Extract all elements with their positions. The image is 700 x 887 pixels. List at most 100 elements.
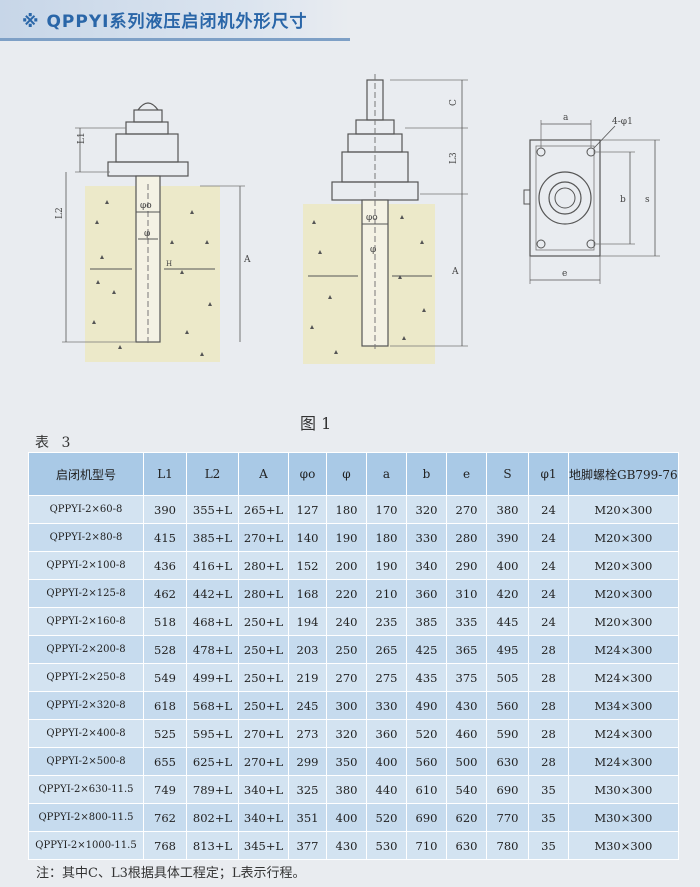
cell-l1: 618 [143, 691, 187, 720]
fig1-label-l1: L1 [77, 132, 87, 144]
fig3-label-4-phi1: 4-φ1 [612, 117, 633, 127]
cell-l2: 789+L [186, 775, 239, 804]
cell-a: 250+L [238, 663, 289, 692]
footnote: 注：其中C、L3根据具体工程定；L表示行程。 [36, 866, 306, 881]
cell-l1: 436 [143, 551, 187, 580]
cell-anchor-bolt: M30×300 [568, 803, 679, 832]
cell-e: 460 [446, 719, 487, 748]
cell-l2: 416+L [186, 551, 239, 580]
cell-phi: 320 [326, 719, 367, 748]
title-bar: ※ QPPYI系列液压启闭机外形尺寸 [0, 0, 350, 41]
cell-a: 280+L [238, 579, 289, 608]
cell-l2: 499+L [186, 663, 239, 692]
cell-s: 445 [486, 607, 529, 636]
cell-phi-o: 194 [288, 607, 327, 636]
cell-s: 390 [486, 523, 529, 552]
cell-e: 375 [446, 663, 487, 692]
cell-b: 610 [406, 775, 447, 804]
cell-a: 340+L [238, 775, 289, 804]
cell-phi: 200 [326, 551, 367, 580]
cell-l1: 768 [143, 831, 187, 860]
cell-phi1: 35 [528, 803, 569, 832]
cell-model: QPPYI-2×100-8 [28, 551, 144, 580]
cell-a-dim: 275 [366, 663, 407, 692]
header-phi1: φ1 [528, 452, 569, 496]
cell-e: 620 [446, 803, 487, 832]
cell-s: 690 [486, 775, 529, 804]
cell-phi1: 24 [528, 579, 569, 608]
cell-s: 380 [486, 495, 529, 524]
cell-a: 270+L [238, 523, 289, 552]
cell-phi: 300 [326, 691, 367, 720]
header-a: A [238, 452, 289, 496]
cell-l2: 595+L [186, 719, 239, 748]
cell-model: QPPYI-2×125-8 [28, 579, 144, 608]
cell-model: QPPYI-2×400-8 [28, 719, 144, 748]
header-l2: L2 [186, 452, 239, 496]
header-anchor-bolt: 地脚螺栓GB799-76 [568, 452, 679, 496]
cell-a: 270+L [238, 747, 289, 776]
cell-phi1: 24 [528, 495, 569, 524]
cell-a: 345+L [238, 831, 289, 860]
cell-phi-o: 152 [288, 551, 327, 580]
cell-phi: 380 [326, 775, 367, 804]
cell-anchor-bolt: M24×300 [568, 747, 679, 776]
cell-s: 495 [486, 635, 529, 664]
cell-a-dim: 520 [366, 803, 407, 832]
cell-phi1: 28 [528, 635, 569, 664]
fig1-label-l2: L2 [55, 207, 65, 219]
cell-l1: 462 [143, 579, 187, 608]
technical-drawing: L1 L2 A φo φ H C L3 A φo [55, 74, 660, 364]
cell-a-dim: 265 [366, 635, 407, 664]
cell-a-dim: 440 [366, 775, 407, 804]
header-a-dim: a [366, 452, 407, 496]
cell-l1: 749 [143, 775, 187, 804]
cell-e: 280 [446, 523, 487, 552]
cell-b: 425 [406, 635, 447, 664]
cell-l2: 478+L [186, 635, 239, 664]
cell-l1: 655 [143, 747, 187, 776]
cell-b: 710 [406, 831, 447, 860]
table-caption: 表 3 [35, 435, 75, 451]
cell-a: 340+L [238, 803, 289, 832]
cell-phi1: 28 [528, 663, 569, 692]
cell-b: 690 [406, 803, 447, 832]
cell-phi-o: 273 [288, 719, 327, 748]
header-phi: φ [326, 452, 367, 496]
cell-s: 505 [486, 663, 529, 692]
fig2-label-a: A [451, 267, 459, 277]
cell-phi: 250 [326, 635, 367, 664]
spec-table-wrap: 启闭机型号 L1 L2 A φo φ a b e S φ1 地脚螺栓GB799-… [28, 452, 679, 860]
cell-phi: 180 [326, 495, 367, 524]
cell-s: 560 [486, 691, 529, 720]
cell-e: 335 [446, 607, 487, 636]
cell-l2: 442+L [186, 579, 239, 608]
cell-phi: 240 [326, 607, 367, 636]
drawing-fig1: L1 L2 A φo φ H [55, 102, 251, 362]
cell-phi1: 28 [528, 747, 569, 776]
cell-phi1: 24 [528, 551, 569, 580]
cell-l2: 355+L [186, 495, 239, 524]
header-s: S [486, 452, 529, 496]
cell-b: 330 [406, 523, 447, 552]
cell-phi: 220 [326, 579, 367, 608]
cell-phi-o: 299 [288, 747, 327, 776]
cell-anchor-bolt: M20×300 [568, 579, 679, 608]
fig3-label-b: b [620, 195, 626, 205]
cell-phi1: 28 [528, 719, 569, 748]
cell-model: QPPYI-2×160-8 [28, 607, 144, 636]
header-model: 启闭机型号 [28, 452, 144, 496]
cell-b: 320 [406, 495, 447, 524]
cell-e: 310 [446, 579, 487, 608]
cell-l1: 518 [143, 607, 187, 636]
cell-anchor-bolt: M20×300 [568, 551, 679, 580]
cell-phi-o: 203 [288, 635, 327, 664]
table-header-row: 启闭机型号 L1 L2 A φo φ a b e S φ1 地脚螺栓GB799-… [28, 452, 679, 496]
cell-anchor-bolt: M24×300 [568, 663, 679, 692]
